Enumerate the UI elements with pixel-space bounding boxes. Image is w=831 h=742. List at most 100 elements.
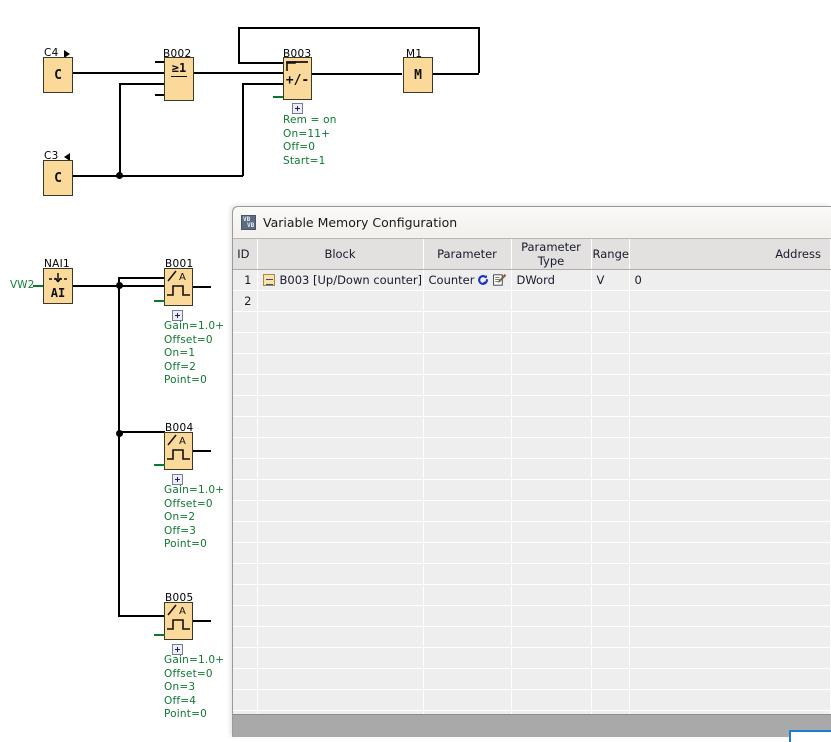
table-row-empty[interactable]: [233, 522, 831, 543]
variable-memory-table-container[interactable]: ID Block Parameter Parameter Type Range …: [233, 238, 831, 715]
cell-empty: [511, 585, 591, 606]
cell-empty: [629, 375, 831, 396]
cell-empty: [233, 627, 257, 648]
cell-address[interactable]: 0: [629, 270, 831, 291]
table-row[interactable]: 2: [233, 291, 831, 312]
block-b001[interactable]: A: [164, 268, 193, 306]
column-header-address[interactable]: Address: [629, 239, 831, 270]
cell-empty: [233, 354, 257, 375]
refresh-icon[interactable]: [477, 273, 489, 287]
cell-empty: [257, 690, 423, 711]
wire-c4-to-b002: [73, 72, 163, 74]
cell-empty: [511, 354, 591, 375]
param-line: Offset=0: [164, 668, 224, 682]
block-c3[interactable]: C: [43, 160, 73, 196]
column-header-id[interactable]: ID: [233, 239, 257, 270]
cell-empty: [591, 333, 629, 354]
cell-empty: [257, 354, 423, 375]
cell-block-text: B003 [Up/Down counter]: [280, 273, 423, 287]
table-row-empty[interactable]: [233, 438, 831, 459]
column-header-range[interactable]: Range: [591, 239, 629, 270]
block-nai1[interactable]: AI: [43, 268, 73, 304]
cell-empty: [257, 648, 423, 669]
wire-b005-green-in: [154, 634, 165, 636]
cell-block[interactable]: B003 [Up/Down counter]: [257, 270, 423, 291]
table-row-empty[interactable]: [233, 585, 831, 606]
cell-empty: [591, 438, 629, 459]
cell-parameter[interactable]: Counter: [423, 270, 511, 291]
cell-empty: [591, 459, 629, 480]
table-row-empty[interactable]: [233, 690, 831, 711]
cell-empty: [511, 501, 591, 522]
block-b002[interactable]: ≥1: [164, 57, 194, 101]
table-row-empty[interactable]: [233, 564, 831, 585]
block-b005[interactable]: A: [164, 602, 193, 640]
cell-empty: [233, 606, 257, 627]
cell-empty: [233, 690, 257, 711]
cell-empty: [591, 669, 629, 690]
cell-empty: [511, 312, 591, 333]
table-row-empty[interactable]: [233, 375, 831, 396]
cell-empty: [257, 564, 423, 585]
column-header-block[interactable]: Block: [257, 239, 423, 270]
cell-empty: [233, 459, 257, 480]
cell-id: 2: [233, 291, 257, 312]
cell-empty: [511, 543, 591, 564]
block-m1[interactable]: M: [403, 57, 433, 93]
variable-memory-configuration-dialog[interactable]: VBVB Variable Memory Configuration ID Bl…: [232, 206, 831, 737]
table-row-empty[interactable]: [233, 459, 831, 480]
dialog-title: Variable Memory Configuration: [263, 215, 457, 230]
table-row-empty[interactable]: [233, 333, 831, 354]
cell-empty: [423, 312, 511, 333]
cell-empty: [629, 627, 831, 648]
table-row-empty[interactable]: [233, 543, 831, 564]
wire-b004-out: [193, 450, 211, 452]
cell-address[interactable]: [629, 291, 831, 312]
expand-b003-button[interactable]: [292, 103, 303, 114]
wire-c3-up-to-b002: [119, 83, 121, 176]
param-line: Off=4: [164, 695, 224, 709]
block-nai1-glyph: AI: [44, 286, 72, 300]
cell-empty: [233, 564, 257, 585]
cell-empty: [423, 648, 511, 669]
wire-analog-bus: [118, 277, 120, 617]
cell-empty: [423, 585, 511, 606]
dialog-title-bar[interactable]: VBVB Variable Memory Configuration: [233, 207, 831, 237]
cell-empty: [423, 522, 511, 543]
column-header-parameter[interactable]: Parameter: [423, 239, 511, 270]
param-line: On=11+: [283, 128, 337, 142]
param-line: Start=1: [283, 155, 337, 169]
cell-empty: [257, 606, 423, 627]
column-header-parameter-type[interactable]: Parameter Type: [511, 239, 591, 270]
table-row-empty[interactable]: [233, 480, 831, 501]
table-row[interactable]: 1 B003 [Up/Down counter] Counter: [233, 270, 831, 291]
cell-block[interactable]: [257, 291, 423, 312]
table-row-empty[interactable]: [233, 648, 831, 669]
block-b003[interactable]: +/-: [283, 57, 312, 100]
block-c4[interactable]: C: [43, 57, 73, 93]
table-row-empty[interactable]: [233, 501, 831, 522]
table-row-empty[interactable]: [233, 312, 831, 333]
cell-empty: [257, 459, 423, 480]
cell-empty: [629, 312, 831, 333]
cell-empty: [629, 669, 831, 690]
cell-empty: [591, 627, 629, 648]
table-row-empty[interactable]: [233, 417, 831, 438]
cell-empty: [257, 543, 423, 564]
cell-empty: [511, 564, 591, 585]
vm-config-icon: VBVB: [241, 215, 256, 230]
cell-empty: [257, 501, 423, 522]
cell-parameter[interactable]: [423, 291, 511, 312]
cell-empty: [423, 627, 511, 648]
table-row-empty[interactable]: [233, 396, 831, 417]
param-line: Gain=1.0+: [164, 484, 224, 498]
table-row-empty[interactable]: [233, 627, 831, 648]
table-row-empty[interactable]: [233, 354, 831, 375]
cell-empty: [423, 396, 511, 417]
table-row-empty[interactable]: [233, 606, 831, 627]
block-b004[interactable]: A: [164, 432, 193, 470]
table-row-empty[interactable]: [233, 669, 831, 690]
edit-pencil-icon[interactable]: [493, 273, 506, 287]
cell-empty: [423, 501, 511, 522]
cell-empty: [591, 396, 629, 417]
